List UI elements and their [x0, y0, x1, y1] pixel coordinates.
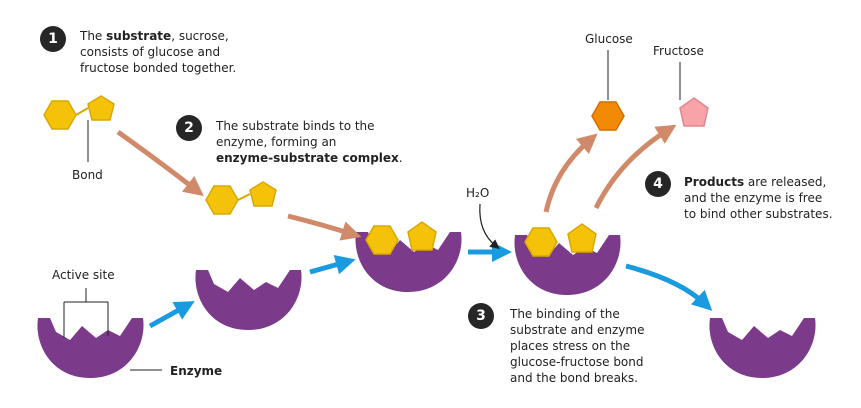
step-2-text: The substrate binds to the enzyme, formi… [216, 119, 403, 165]
step-3-text: The binding of the substrate and enzyme … [510, 307, 645, 385]
step-1-badge: 1 [40, 26, 66, 52]
step-4-badge: 4 [645, 171, 671, 197]
water-label: H₂O [466, 186, 490, 200]
enzyme-released [709, 318, 816, 378]
enzyme-free [37, 318, 144, 378]
step-4-text: Products are released, and the enzyme is… [684, 175, 833, 221]
arrow-fructose-release [593, 124, 677, 210]
arrow-glucose-release [543, 133, 598, 213]
bond-label: Bond [72, 168, 103, 182]
fructose-molecule [679, 97, 709, 127]
sucrose-molecule-approaching [205, 181, 277, 215]
step-3-badge: 3 [468, 303, 494, 329]
arrow-substrate-binding [287, 213, 362, 241]
arrow-enzyme-2 [309, 255, 356, 275]
glucose-label: Glucose [585, 32, 633, 46]
enzyme-stressed [514, 235, 621, 295]
sucrose-stressed [524, 223, 597, 257]
step-2-badge: 2 [176, 115, 202, 141]
active-site-label: Active site [52, 268, 115, 282]
fructose-label: Fructose [653, 44, 704, 58]
arrow-enzyme-1 [148, 301, 195, 329]
arrow-substrate-to-enzyme [116, 129, 204, 197]
step-1-text: The substrate, sucrose, consists of gluc… [80, 29, 237, 75]
enzyme-approaching [195, 270, 302, 330]
water-arrow [479, 203, 500, 249]
active-site-bracket [63, 288, 109, 338]
enzyme-label: Enzyme [170, 364, 223, 378]
sucrose-molecule [43, 95, 115, 130]
enzyme-complex [355, 232, 462, 292]
sucrose-bound [365, 221, 437, 255]
glucose-molecule [591, 101, 625, 131]
arrow-enzyme-4 [625, 263, 713, 311]
